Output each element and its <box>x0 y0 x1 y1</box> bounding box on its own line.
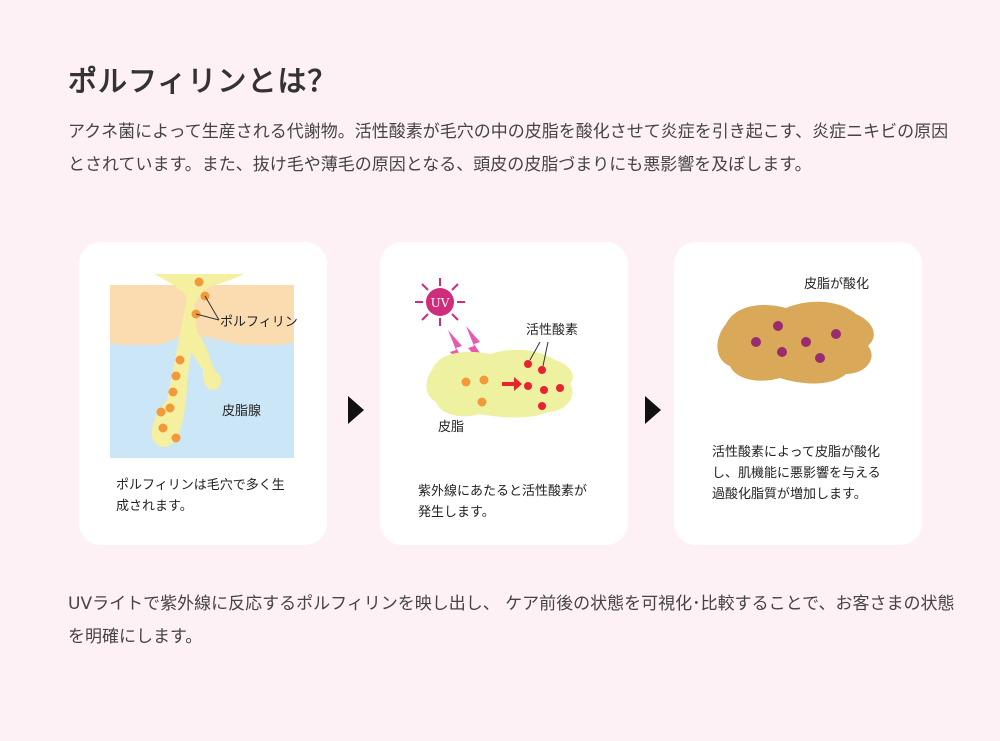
uv-sun-icon <box>426 288 454 316</box>
oxidized-sebum-blob <box>717 301 874 384</box>
step-card-uv: UV 活性酸素 皮脂 紫外線にあたると活性酸素が発生します。 <box>380 242 628 545</box>
intro-paragraph: アクネ菌によって生産される代謝物。活性酸素が毛穴の中の皮脂を酸化させて炎症を引き… <box>68 122 949 175</box>
porphyrin-dots <box>461 375 489 407</box>
arrow-right-icon <box>348 396 364 424</box>
uv-illustration: UV 活性酸素 皮脂 <box>415 278 578 435</box>
porphyrin-label: ポルフィリン <box>220 315 298 330</box>
sebum-label: 皮脂 <box>438 420 464 435</box>
porphyrin-dots <box>156 277 210 443</box>
arrow-right-icon <box>645 396 661 424</box>
arrow-right-icon <box>502 377 522 391</box>
oxidized-label: 皮脂が酸化 <box>804 277 869 292</box>
uv-label: UV <box>431 296 450 310</box>
step-caption: 活性酸素によって皮脂が酸化し、肌機能に悪影響を与える過酸化脂質が増加します。 <box>712 445 881 502</box>
sebum-blob <box>426 349 573 418</box>
sun-rays <box>415 278 465 326</box>
step-caption: 紫外線にあたると活性酸素が発生します。 <box>418 484 588 520</box>
page-title: ポルフィリンとは？ <box>68 64 338 98</box>
active-oxygen-label: 活性酸素 <box>526 323 578 338</box>
sebum-gland-shape <box>151 274 244 447</box>
oxidized-dots <box>751 321 841 363</box>
sebaceous-gland-label: 皮脂腺 <box>222 404 261 419</box>
step-caption: ポルフィリンは毛穴で多く生成されます。 <box>116 478 285 514</box>
outro-paragraph: UVライトで紫外線に反応するポルフィリンを映し出し、 ケア前後の状態を可視化･比… <box>68 594 955 647</box>
active-oxygen-dots <box>524 360 564 410</box>
oxidized-sebum-illustration: 皮脂が酸化 <box>717 277 874 384</box>
step-card-oxidation: 皮脂が酸化 活性酸素によって皮脂が酸化し、肌機能に悪影響を与える過酸化脂質が増加… <box>674 242 922 545</box>
pore-illustration: ポルフィリン 皮脂腺 <box>110 274 298 458</box>
step-card-porphyrin: ポルフィリン 皮脂腺 ポルフィリンは毛穴で多く生成されます。 <box>79 242 327 545</box>
